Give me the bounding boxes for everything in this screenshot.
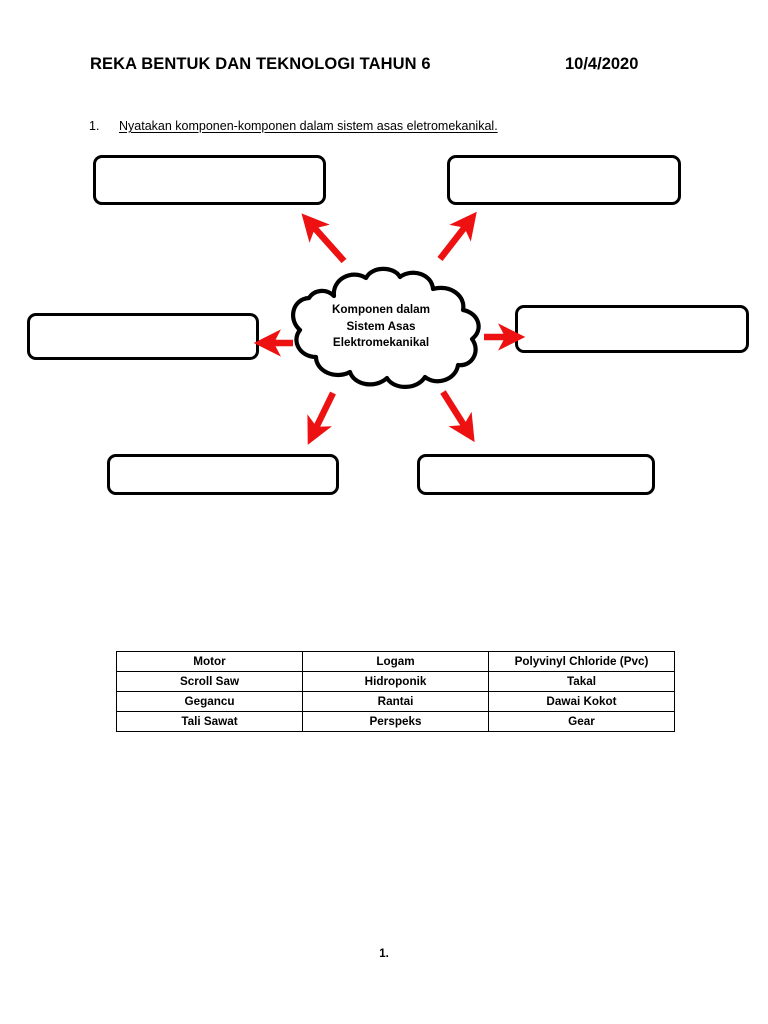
cloud-shape: Komponen dalam Sistem Asas Elektromekani…: [276, 266, 486, 392]
table-row: Tali Sawat Perspeks Gear: [116, 711, 675, 732]
answer-box-bottom-left[interactable]: [107, 454, 339, 495]
word-cell: Dawai Kokot: [488, 691, 675, 712]
word-cell: Rantai: [302, 691, 489, 712]
question-number: 1.: [89, 119, 100, 133]
word-cell: Polyvinyl Chloride (Pvc): [488, 651, 675, 672]
word-cell: Logam: [302, 651, 489, 672]
arrow-to-bottom-left: [307, 391, 336, 445]
word-bank-table: Motor Logam Polyvinyl Chloride (Pvc) Scr…: [116, 651, 675, 732]
table-row: Scroll Saw Hidroponik Takal: [116, 671, 675, 692]
word-cell: Scroll Saw: [116, 671, 303, 692]
word-bank-body: Motor Logam Polyvinyl Chloride (Pvc) Scr…: [116, 651, 675, 732]
word-cell: Tali Sawat: [116, 711, 303, 732]
arrow-to-top-left: [301, 213, 347, 264]
answer-box-mid-left[interactable]: [27, 313, 259, 360]
word-cell: Takal: [488, 671, 675, 692]
question-text: Nyatakan komponen-komponen dalam sistem …: [119, 119, 498, 133]
question-1: 1. Nyatakan komponen-komponen dalam sist…: [89, 119, 498, 133]
arrow-to-bottom-right: [440, 390, 475, 443]
word-cell: Motor: [116, 651, 303, 672]
page-number: 1.: [379, 948, 389, 960]
answer-box-top-left[interactable]: [93, 155, 326, 205]
answer-box-top-right[interactable]: [447, 155, 681, 205]
word-cell: Gear: [488, 711, 675, 732]
table-row: Motor Logam Polyvinyl Chloride (Pvc): [116, 651, 675, 672]
page-title: REKA BENTUK DAN TEKNOLOGI TAHUN 6: [90, 55, 431, 73]
document-date: 10/4/2020: [565, 55, 639, 73]
arrow-to-top-right: [437, 211, 477, 261]
answer-box-mid-right[interactable]: [515, 305, 749, 353]
word-cell: Perspeks: [302, 711, 489, 732]
answer-box-bottom-right[interactable]: [417, 454, 655, 495]
table-row: Gegancu Rantai Dawai Kokot: [116, 691, 675, 712]
word-cell: Gegancu: [116, 691, 303, 712]
word-cell: Hidroponik: [302, 671, 489, 692]
